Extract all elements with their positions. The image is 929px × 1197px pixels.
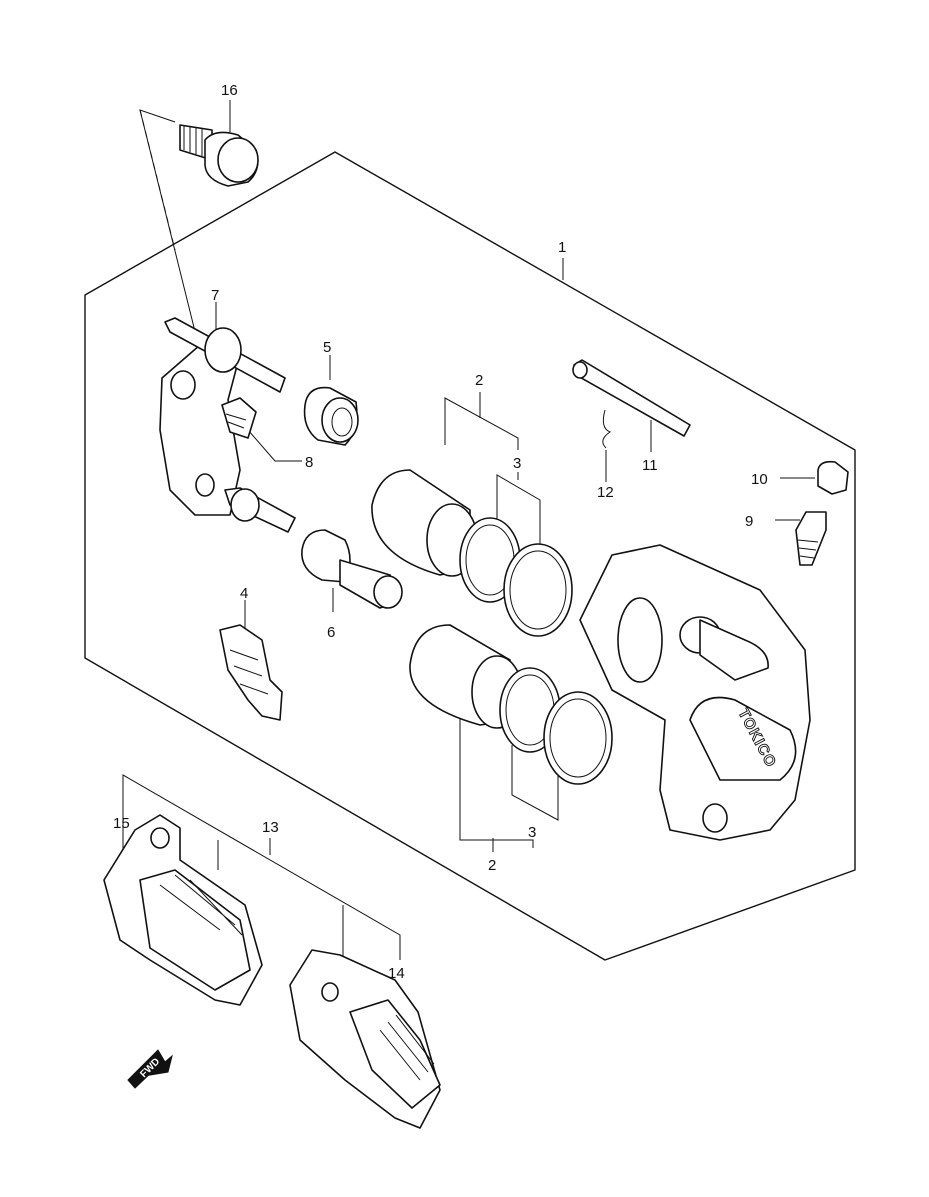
callout-6: 6 — [327, 624, 335, 641]
cap-10 — [817, 460, 849, 495]
pad-15 — [103, 814, 263, 1006]
clip-8 — [221, 397, 257, 439]
callout-4: 4 — [240, 585, 248, 602]
callout-3-lower: 3 — [528, 824, 536, 841]
callout-5: 5 — [323, 339, 331, 356]
callout-labels: 1 2 3 2 3 4 5 6 7 8 9 10 11 12 13 14 15 … — [113, 82, 768, 982]
callout-3-upper: 3 — [513, 455, 521, 472]
callout-2-lower: 2 — [488, 857, 496, 874]
callout-9: 9 — [745, 513, 753, 530]
callout-16: 16 — [221, 82, 238, 99]
boot-5 — [303, 386, 359, 446]
callout-12: 12 — [597, 484, 614, 501]
spring-clip-4 — [219, 624, 283, 721]
callout-15: 15 — [113, 815, 130, 832]
pin-boot-6 — [301, 529, 403, 609]
callout-13: 13 — [262, 819, 279, 836]
seal-3-lower — [499, 667, 613, 785]
caliper-assembly-outline — [84, 151, 856, 961]
callout-10: 10 — [751, 471, 768, 488]
callout-11: 11 — [642, 457, 658, 474]
bolt-16 — [179, 124, 259, 187]
seal-3-upper — [459, 517, 573, 637]
callout-2-upper: 2 — [475, 372, 483, 389]
bracket-7 — [159, 317, 296, 533]
bleeder-9 — [795, 511, 827, 566]
fwd-arrow: FWD — [127, 1049, 173, 1089]
caliper-body: TOKICO — [579, 544, 811, 841]
callout-14: 14 — [388, 965, 405, 982]
callout-1: 1 — [558, 239, 566, 256]
pad-14 — [289, 949, 441, 1129]
clip-12 — [602, 409, 612, 449]
pin-11 — [572, 359, 691, 437]
callout-8: 8 — [305, 454, 313, 471]
callout-7: 7 — [211, 287, 219, 304]
